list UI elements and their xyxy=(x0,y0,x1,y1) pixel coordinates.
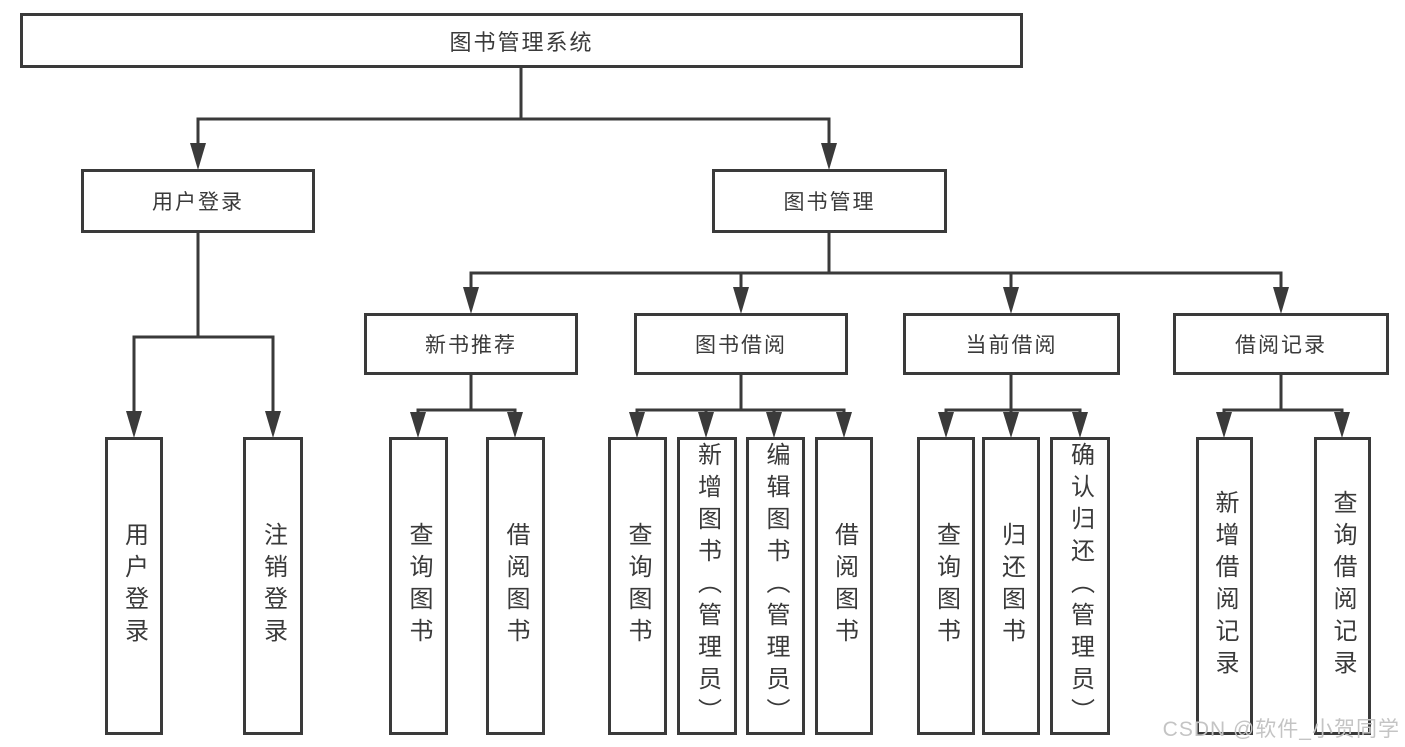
node-label: 借阅记录 xyxy=(1235,334,1327,357)
node-label: 确认归还（管理员） xyxy=(1066,442,1094,730)
leaf-add-books-admin: 新增图书（管理员） xyxy=(677,437,737,735)
node-label: 用户登录 xyxy=(120,522,148,650)
node-label: 当前借阅 xyxy=(965,334,1058,357)
leaf-query-borrow-record: 查询借阅记录 xyxy=(1314,437,1371,735)
leaf-query-books-recommend: 查询图书 xyxy=(389,437,448,735)
node-label: 查询图书 xyxy=(624,522,651,650)
node-label: 新增图书（管理员） xyxy=(693,442,721,730)
leaf-borrow-books-recommend: 借阅图书 xyxy=(486,437,545,735)
node-book-management: 图书管理 xyxy=(712,169,947,233)
node-library-system: 图书管理系统 xyxy=(20,13,1023,68)
node-label: 图书管理系统 xyxy=(449,29,594,55)
node-label: 借阅图书 xyxy=(830,522,858,650)
node-label: 查询图书 xyxy=(932,522,960,650)
leaf-confirm-return-admin: 确认归还（管理员） xyxy=(1050,437,1110,735)
node-label: 归还图书 xyxy=(997,522,1025,650)
node-label: 用户登录 xyxy=(152,191,244,214)
node-current-borrow: 当前借阅 xyxy=(903,313,1120,375)
node-label: 新书推荐 xyxy=(425,334,517,357)
node-borrow-records: 借阅记录 xyxy=(1173,313,1389,375)
leaf-user-login: 用户登录 xyxy=(105,437,163,735)
leaf-query-books-current: 查询图书 xyxy=(917,437,975,735)
leaf-logout: 注销登录 xyxy=(243,437,303,735)
node-user-login: 用户登录 xyxy=(81,169,315,233)
node-new-book-recommend: 新书推荐 xyxy=(364,313,578,375)
node-label: 图书管理 xyxy=(783,191,876,214)
node-label: 借阅图书 xyxy=(502,522,529,650)
node-label: 查询图书 xyxy=(405,522,432,650)
node-label: 新增借阅记录 xyxy=(1211,490,1238,682)
node-label: 图书借阅 xyxy=(695,334,787,357)
node-book-borrow: 图书借阅 xyxy=(634,313,848,375)
node-label: 查询借阅记录 xyxy=(1329,490,1356,682)
watermark: CSDN @软件_小贺同学 xyxy=(1162,718,1400,741)
leaf-add-borrow-record: 新增借阅记录 xyxy=(1196,437,1253,735)
leaf-borrow-books: 借阅图书 xyxy=(815,437,873,735)
node-label: 注销登录 xyxy=(259,522,287,650)
leaf-edit-books-admin: 编辑图书（管理员） xyxy=(746,437,805,735)
leaf-return-books: 归还图书 xyxy=(982,437,1040,735)
leaf-query-books-borrow: 查询图书 xyxy=(608,437,667,735)
node-label: 编辑图书（管理员） xyxy=(762,442,789,730)
